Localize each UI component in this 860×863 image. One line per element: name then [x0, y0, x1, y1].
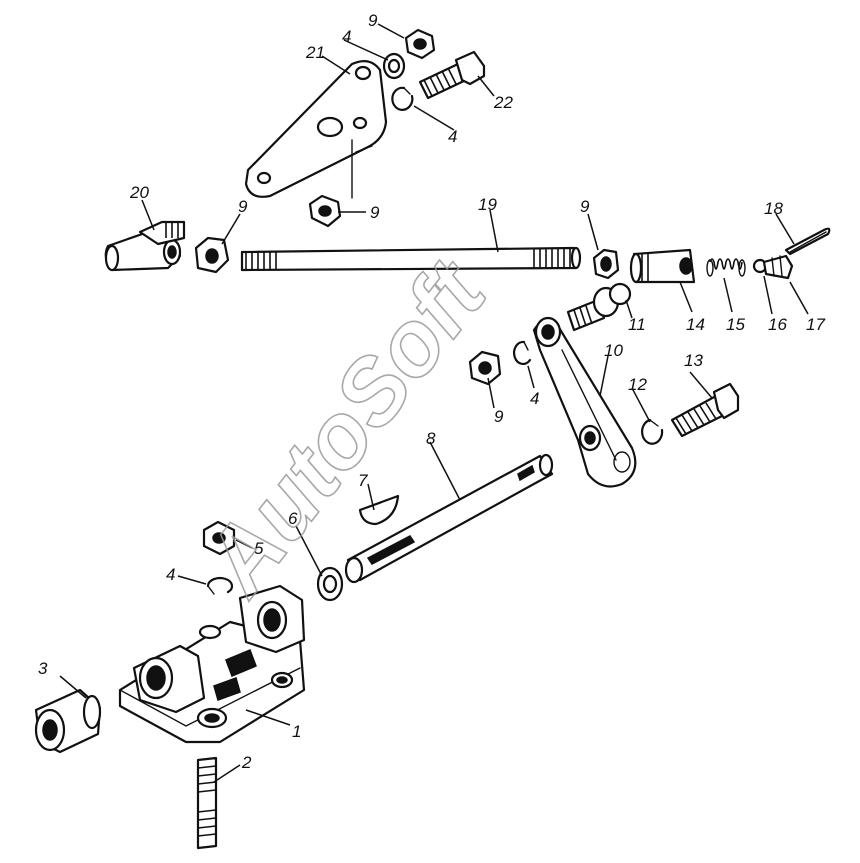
callout-5: 5	[254, 539, 264, 558]
callout-4-center: 4	[530, 389, 539, 408]
callout-9-plate: 9	[370, 203, 380, 222]
ball-pin-16-17	[752, 254, 794, 280]
callout-13: 13	[684, 351, 703, 370]
stud-2	[196, 756, 218, 850]
callout-6: 6	[288, 509, 298, 528]
callout-9-left: 9	[238, 197, 248, 216]
spring-15	[706, 258, 746, 277]
lock-washer-4-lower	[206, 576, 234, 595]
washer-4-top	[382, 52, 406, 80]
callout-3: 3	[38, 659, 48, 678]
callout-21: 21	[305, 43, 325, 62]
ball-joint-20	[104, 220, 186, 272]
callout-1: 1	[292, 722, 301, 741]
callout-11: 11	[628, 315, 646, 334]
lever-plate-21	[244, 59, 388, 199]
watermark-text: AutoSoft	[184, 241, 507, 614]
callout-17: 17	[806, 315, 825, 334]
lock-washer-4	[391, 86, 414, 111]
callout-16: 16	[768, 315, 787, 334]
bushing-3	[34, 688, 102, 754]
nut-9-top	[404, 28, 436, 60]
lock-washer-4-center	[513, 340, 532, 365]
leader-lines	[59, 23, 809, 783]
lever-arm-10	[532, 316, 637, 488]
washer-6	[316, 566, 344, 602]
callout-7: 7	[358, 471, 368, 490]
ball-stud-11	[566, 282, 632, 332]
callout-labels: 1 2 3 4 5 6 7 8 9 4 10 11 12 13 14 15 16…	[38, 11, 825, 772]
callout-19: 19	[478, 195, 497, 214]
callout-9-right: 9	[580, 197, 590, 216]
sleeve-14	[629, 248, 696, 284]
nut-9-left	[194, 236, 230, 274]
callout-9-center: 9	[494, 407, 504, 426]
callout-12: 12	[628, 375, 647, 394]
bracket-body-1	[118, 584, 306, 744]
callout-4-lower: 4	[166, 565, 175, 584]
shaft-8	[344, 453, 554, 584]
nut-9-center	[468, 350, 502, 386]
callout-18: 18	[764, 199, 783, 218]
bolt-22	[418, 50, 486, 100]
callout-14: 14	[686, 315, 705, 334]
bolt-13	[670, 382, 740, 438]
woodruff-key-7	[358, 494, 400, 526]
nut-5	[202, 520, 236, 556]
callout-4-top: 4	[342, 27, 351, 46]
callout-8: 8	[426, 429, 436, 448]
lock-washer-12	[641, 418, 664, 445]
callout-9-top: 9	[368, 11, 378, 30]
callout-4-bolt: 4	[448, 127, 457, 146]
nut-9-plate	[308, 194, 342, 228]
nut-9-right	[592, 248, 620, 280]
rod-19	[240, 246, 582, 272]
callout-20: 20	[129, 183, 149, 202]
callout-22: 22	[493, 93, 513, 112]
callout-2: 2	[241, 753, 252, 772]
callout-10: 10	[604, 341, 623, 360]
callout-15: 15	[726, 315, 745, 334]
cotter-pin-18	[784, 227, 831, 256]
